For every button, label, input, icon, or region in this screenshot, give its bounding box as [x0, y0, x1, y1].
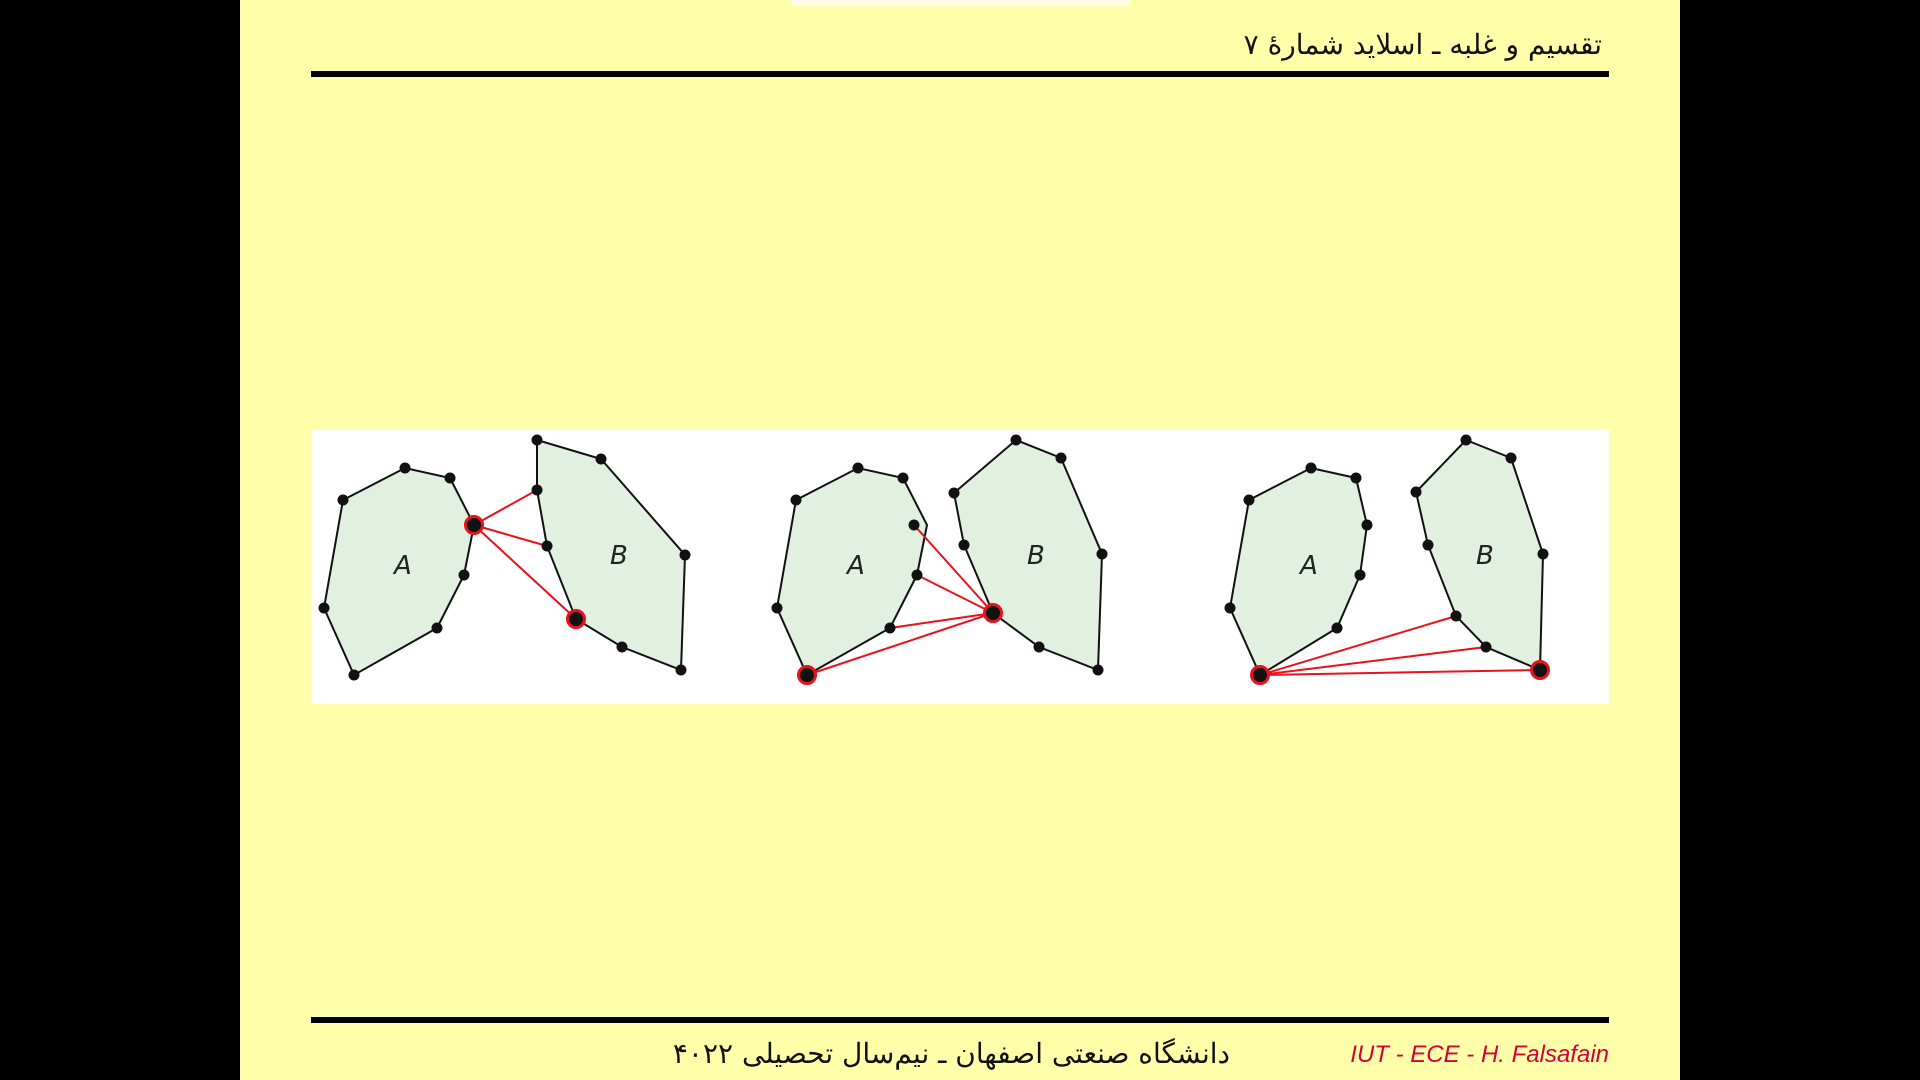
- label-a: A: [392, 551, 412, 581]
- label-b: B: [1476, 541, 1494, 571]
- label-a: A: [1298, 551, 1318, 581]
- vertex-points: [318, 434, 691, 681]
- footer-credit: IUT - ECE - H. Falsafain: [1350, 1041, 1609, 1068]
- highlighted-vertices: [1250, 660, 1550, 685]
- slide: تقسیم و غلبه ـ اسلاید شمارهٔ ۷: [240, 0, 1680, 1080]
- slide-title: تقسیم و غلبه ـ اسلاید شمارهٔ ۷: [1243, 28, 1602, 61]
- footer-rule: [311, 1017, 1609, 1023]
- tangent-lines: [473, 489, 577, 620]
- footer-institution: دانشگاه صنعتی اصفهان ـ نیم‌سال تحصیلی ۴۰…: [672, 1037, 1230, 1070]
- label-b: B: [1027, 541, 1045, 571]
- header-rule: [311, 71, 1609, 77]
- vertex-points: [1224, 434, 1549, 653]
- tangent-lines: [806, 524, 994, 676]
- vertex-points: [771, 434, 1108, 676]
- label-b: B: [610, 541, 628, 571]
- panel-3: A B: [1224, 434, 1550, 685]
- highlighted-vertices: [464, 515, 586, 629]
- convex-hull-merge-figure: A B: [311, 430, 1609, 704]
- panel-1: A B: [318, 434, 691, 681]
- panel-2: A B: [771, 434, 1108, 685]
- highlighted-vertices: [797, 603, 1003, 685]
- top-notch: [790, 0, 1130, 6]
- tangent-lines: [1259, 615, 1541, 676]
- label-a: A: [845, 551, 865, 581]
